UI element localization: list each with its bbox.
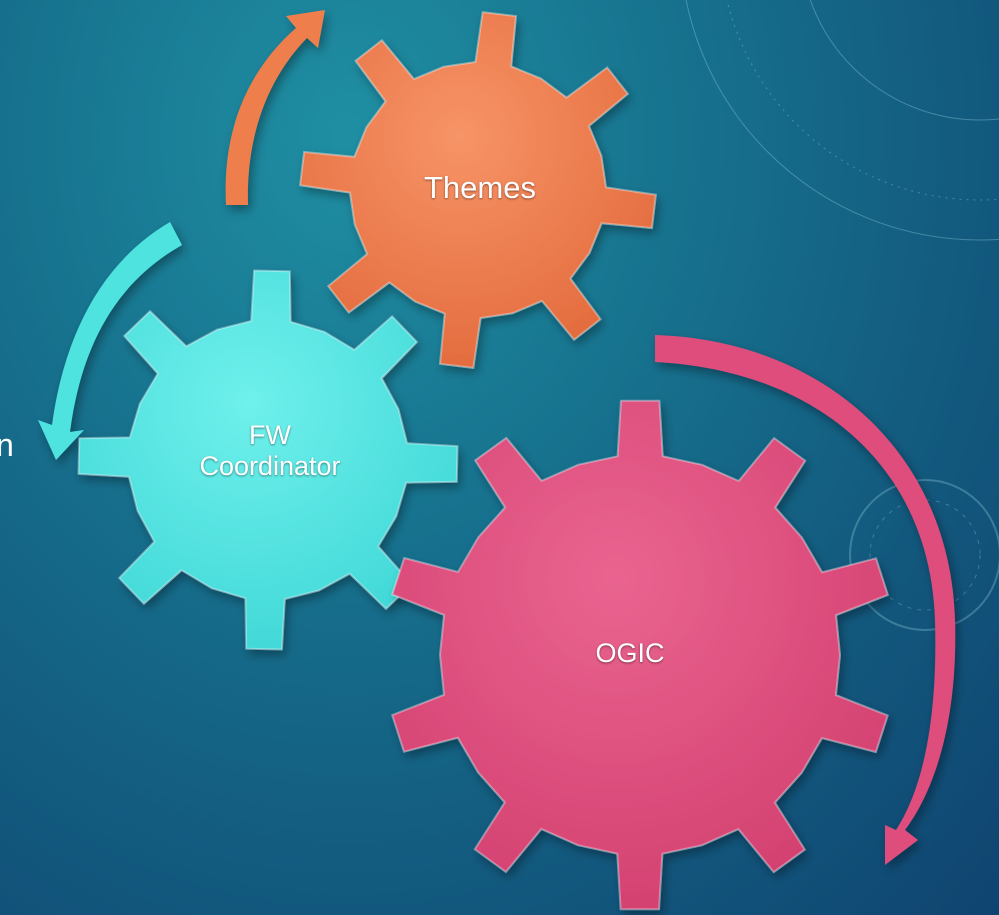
fw-coordinator-label-line2: Coordinator [199, 451, 341, 482]
background-target [849, 479, 999, 631]
cyan-arrow [38, 222, 182, 460]
themes-gear-body [298, 10, 658, 370]
themes-label: Themes [424, 170, 536, 205]
ogic-gear [390, 399, 890, 911]
fw-coordinator-label: FW Coordinator [150, 420, 390, 482]
ogic-gear-body [390, 399, 890, 911]
themes-gear [298, 10, 658, 370]
fw-coordinator-gear-body [77, 269, 459, 651]
fw-coordinator-gear [77, 269, 459, 651]
fw-coordinator-label-line1: FW [249, 420, 291, 450]
background-dial [685, 0, 999, 241]
orange-arrow [225, 10, 325, 205]
ogic-label: OGIC [595, 638, 665, 668]
offscreen-text: n [0, 427, 14, 463]
